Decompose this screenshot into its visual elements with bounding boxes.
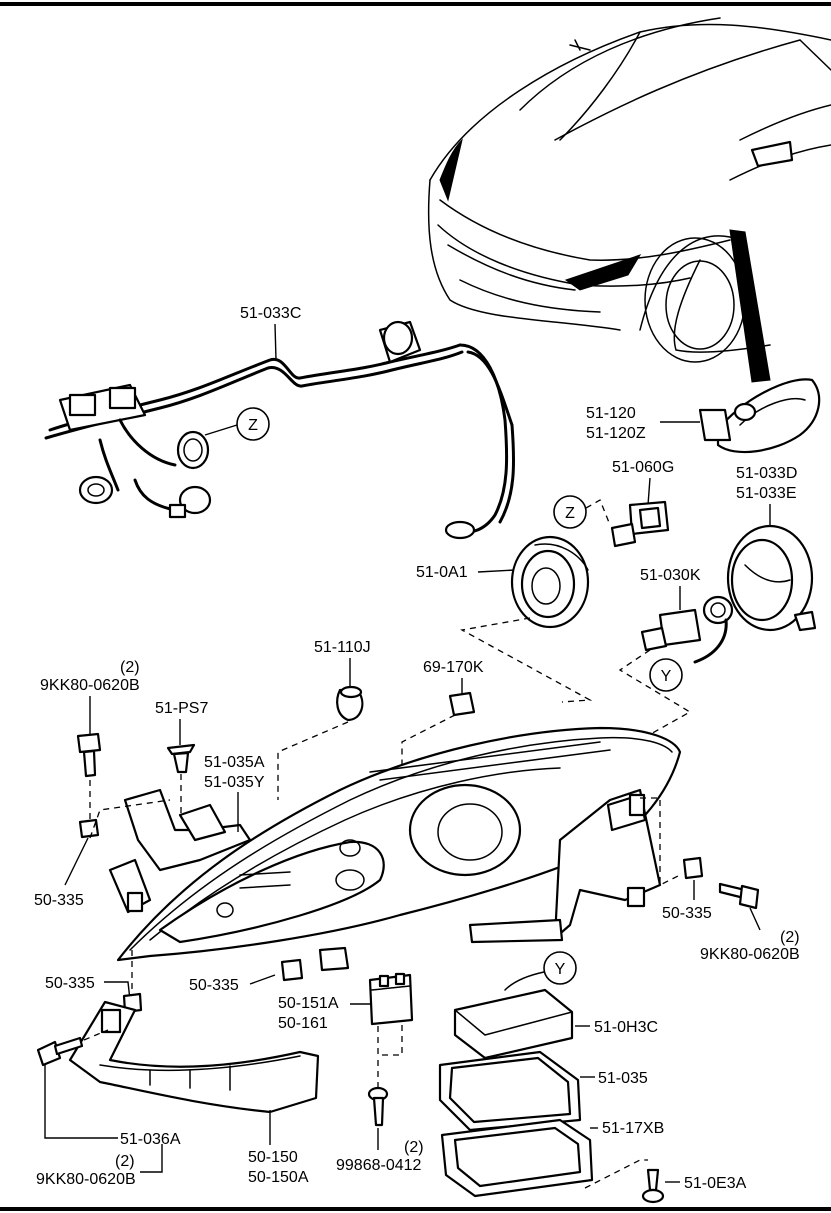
gasket — [438, 1050, 582, 1132]
push-clip — [166, 743, 196, 774]
position-bulb — [448, 691, 476, 717]
label-garnish-1: 50-150 — [248, 1149, 298, 1166]
ref-y-label-2: Y — [555, 961, 566, 978]
label-bulb-turn: 51-110J — [314, 639, 371, 656]
label-bolt-bottom-left: 9KK80-0620B — [36, 1171, 136, 1188]
label-screw: 99868-0412 — [336, 1157, 422, 1174]
label-clip: 51-PS7 — [155, 700, 208, 717]
ref-z-label-2: Z — [565, 505, 575, 522]
vehicle-front-illustration — [427, 17, 831, 383]
headlamp-assembly — [108, 726, 682, 972]
label-qty-right: (2) — [780, 929, 800, 946]
label-qty-bottom-left: (2) — [115, 1153, 135, 1170]
label-cover-2: 51-033E — [736, 485, 797, 502]
nut-right — [682, 856, 704, 880]
label-gasket: 51-035 — [598, 1070, 648, 1087]
label-harness: 51-033C — [240, 305, 301, 322]
label-nut-left-2: 50-335 — [45, 975, 95, 992]
bolt-bottom-left — [36, 1036, 84, 1067]
turn-signal-bulb — [336, 685, 364, 722]
label-side-lamp-1: 51-120 — [586, 405, 636, 422]
label-bolt-right: 9KK80-0620B — [700, 946, 800, 963]
high-beam-cover — [726, 524, 817, 632]
ballast-unit — [440, 1118, 594, 1198]
wiring-harness — [44, 320, 516, 540]
mounting-bracket — [368, 972, 414, 1026]
label-cover-1: 51-033D — [736, 465, 797, 482]
label-bracket-1: 50-151A — [278, 995, 339, 1012]
label-garnish-2: 50-150A — [248, 1169, 309, 1186]
bolt-right — [718, 882, 760, 910]
reference-y-circle-2: Y — [504, 951, 577, 991]
bolt-top-left — [76, 732, 102, 778]
label-cap-low: 51-0A1 — [416, 564, 468, 581]
label-nut-right: 50-335 — [662, 905, 712, 922]
label-side-lamp-2: 51-120Z — [586, 425, 646, 442]
lower-garnish-bracket — [68, 1000, 320, 1114]
label-nut-center: 50-335 — [189, 977, 239, 994]
ref-z-label-1: Z — [248, 417, 258, 434]
label-bracket-2: 50-161 — [278, 1015, 328, 1032]
ref-y-label-1: Y — [661, 668, 672, 685]
label-bulb-position: 69-170K — [423, 659, 484, 676]
low-beam-bulb — [640, 595, 734, 664]
low-beam-cap — [510, 535, 590, 629]
ballast-cover — [453, 988, 574, 1060]
reference-y-circle-1: Y — [649, 658, 683, 692]
label-ballast-cover: 51-0H3C — [594, 1019, 658, 1036]
label-qty-top-left: (2) — [120, 659, 140, 676]
label-ballast: 51-17XB — [602, 1120, 664, 1137]
tapping-screw — [367, 1086, 389, 1127]
label-nut-left-1: 50-335 — [34, 892, 84, 909]
label-lamp-1: 51-035A — [204, 754, 265, 771]
ballast-screw — [641, 1168, 665, 1204]
label-lower-bracket: 51-036A — [120, 1131, 181, 1148]
nut-center — [280, 958, 304, 982]
label-ballast-screw: 51-0E3A — [684, 1175, 747, 1192]
high-beam-bulb — [610, 500, 670, 548]
nut-left-1 — [78, 818, 100, 839]
label-qty-screw: (2) — [404, 1139, 424, 1156]
label-bulb-high: 51-060G — [612, 459, 674, 476]
label-bolt-top-left: 9KK80-0620B — [40, 677, 140, 694]
label-lamp-2: 51-035Y — [204, 774, 265, 791]
label-bulb-low: 51-030K — [640, 567, 701, 584]
reference-z-circle-2: Z — [553, 495, 611, 529]
reference-z-circle-1: Z — [204, 407, 270, 441]
side-turn-lamp — [698, 378, 821, 454]
